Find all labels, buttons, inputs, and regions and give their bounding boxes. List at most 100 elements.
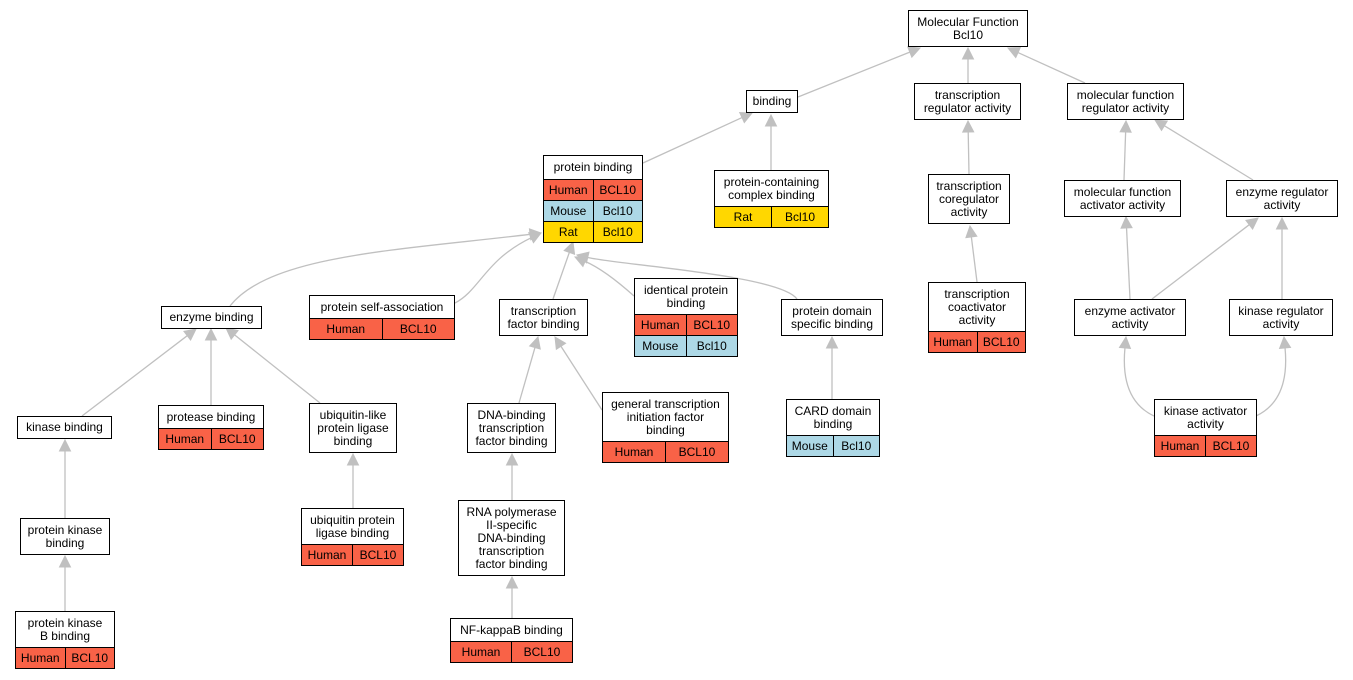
gene-symbol: BCL10 xyxy=(665,442,728,462)
species-label: Human xyxy=(326,322,366,336)
edge-arrowhead xyxy=(1006,47,1022,59)
node-label: kinase binding xyxy=(26,420,103,434)
gene-symbol: Bcl10 xyxy=(592,222,643,242)
edge-transcription-coregulator-activity-to-transcription-regulator-activity xyxy=(967,131,970,175)
node-molecular-function[interactable]: Molecular Function Bcl10 xyxy=(908,10,1028,47)
node-dna-binding-transcription-factor-binding[interactable]: DNA-binding transcription factor binding xyxy=(467,403,556,453)
node-ubiquitin-like-protein-ligase-binding[interactable]: ubiquitin-like protein ligase binding xyxy=(309,403,397,453)
node-kinase-binding[interactable]: kinase binding xyxy=(17,416,112,439)
gene-symbol: BCL10 xyxy=(592,180,643,200)
node-label: identical protein binding xyxy=(643,282,729,310)
edge-protein-binding-to-binding xyxy=(642,116,743,164)
edge-kinase-binding-to-enzyme-binding xyxy=(81,335,188,417)
edge-transcription-coactivator-activity-to-transcription-coregulator-activity xyxy=(970,236,978,283)
node-enzyme-activator-activity[interactable]: enzyme activator activity xyxy=(1074,299,1186,336)
node-label: kinase regulator activity xyxy=(1238,303,1324,331)
node-label: Molecular Function Bcl10 xyxy=(917,14,1019,42)
edge-arrowhead xyxy=(961,119,975,133)
node-label: RNA polymerase II-specific DNA-binding t… xyxy=(466,504,557,571)
species-label: Mouse xyxy=(642,339,679,353)
node-kinase-regulator-activity[interactable]: kinase regulator activity xyxy=(1229,299,1333,336)
edge-arrowhead xyxy=(738,112,754,124)
edge-arrowhead xyxy=(1245,217,1259,230)
gene-symbol: Bcl10 xyxy=(592,201,643,221)
node-transcription-regulator-activity[interactable]: transcription regulator activity xyxy=(914,83,1021,120)
node-label: protein-containing complex binding xyxy=(723,174,820,202)
node-label: kinase activator activity xyxy=(1163,403,1248,431)
node-label: DNA-binding transcription factor binding xyxy=(475,407,548,448)
node-enzyme-regulator-activity[interactable]: enzyme regulator activity xyxy=(1226,180,1338,217)
node-label: transcription factor binding xyxy=(507,303,580,331)
edge-arrowhead xyxy=(1275,216,1289,230)
species-label: Human xyxy=(165,432,205,446)
node-label: NF-kappaB binding xyxy=(460,622,563,637)
gene-symbol: BCL10 xyxy=(1205,436,1256,456)
edge-arrowhead xyxy=(225,327,239,341)
edge-enzyme-binding-to-protein-binding xyxy=(229,233,531,307)
node-general-transcription-initiation-factor-binding[interactable]: general transcription initiation factor … xyxy=(602,392,729,463)
gene-symbol: Bcl10 xyxy=(771,207,828,227)
edge-transcription-factor-binding-to-protein-binding xyxy=(552,252,570,300)
node-enzyme-binding[interactable]: enzyme binding xyxy=(161,306,262,329)
node-label: enzyme binding xyxy=(169,310,254,324)
species-row-human[interactable]: Human BCL10 xyxy=(159,428,263,449)
edge-identical-protein-binding-to-protein-binding xyxy=(584,260,635,297)
node-label: protein domain specific binding xyxy=(790,303,874,331)
node-label: enzyme regulator activity xyxy=(1235,184,1329,212)
gene-symbol: BCL10 xyxy=(381,319,455,339)
node-binding[interactable]: binding xyxy=(746,90,798,113)
edge-enzyme-activator-activity-to-enzyme-regulator-activity xyxy=(1151,224,1250,300)
node-protein-kinase-binding[interactable]: protein kinase binding xyxy=(20,518,110,555)
node-molecular-function-regulator-activity[interactable]: molecular function regulator activity xyxy=(1067,83,1184,120)
edge-arrowhead xyxy=(505,452,519,466)
edge-kinase-activator-activity-to-kinase-regulator-activity xyxy=(1255,347,1287,417)
edge-arrowhead xyxy=(204,327,218,341)
node-label: protein binding xyxy=(553,160,633,174)
edge-arrowhead xyxy=(575,251,590,264)
node-label: general transcription initiation factor … xyxy=(611,396,720,437)
node-label: transcription regulator activity xyxy=(923,87,1012,115)
edge-arrowhead xyxy=(961,46,975,60)
edge-protein-self-association-to-protein-binding xyxy=(454,237,532,304)
edge-arrowhead xyxy=(346,452,360,466)
edge-molecular-function-regulator-activity-to-molecular-function xyxy=(1017,51,1086,84)
edge-general-transcription-initiation-factor-binding-to-transcription-factor-binding xyxy=(560,345,603,411)
gene-symbol: BCL10 xyxy=(210,429,264,449)
node-protein-domain-specific-binding[interactable]: protein domain specific binding xyxy=(781,299,883,336)
node-label: ubiquitin-like protein ligase binding xyxy=(317,407,389,448)
node-molecular-function-activator-activity[interactable]: molecular function activator activity xyxy=(1064,180,1181,217)
node-transcription-coregulator-activity[interactable]: transcription coregulator activity xyxy=(928,174,1010,224)
node-rna-polymerase-ii-specific-dna-binding-transcription-factor-binding[interactable]: RNA polymerase II-specific DNA-binding t… xyxy=(458,500,565,576)
edge-dna-binding-transcription-factor-binding-to-transcription-factor-binding xyxy=(518,347,536,404)
gene-symbol: BCL10 xyxy=(685,315,738,335)
edge-arrowhead xyxy=(528,335,541,350)
node-transcription-factor-binding[interactable]: transcription factor binding xyxy=(499,299,588,336)
species-row-human[interactable]: Human BCL10 xyxy=(310,318,454,339)
edge-arrowhead xyxy=(1118,335,1132,350)
edge-kinase-activator-activity-to-enzyme-activator-activity xyxy=(1123,347,1155,417)
